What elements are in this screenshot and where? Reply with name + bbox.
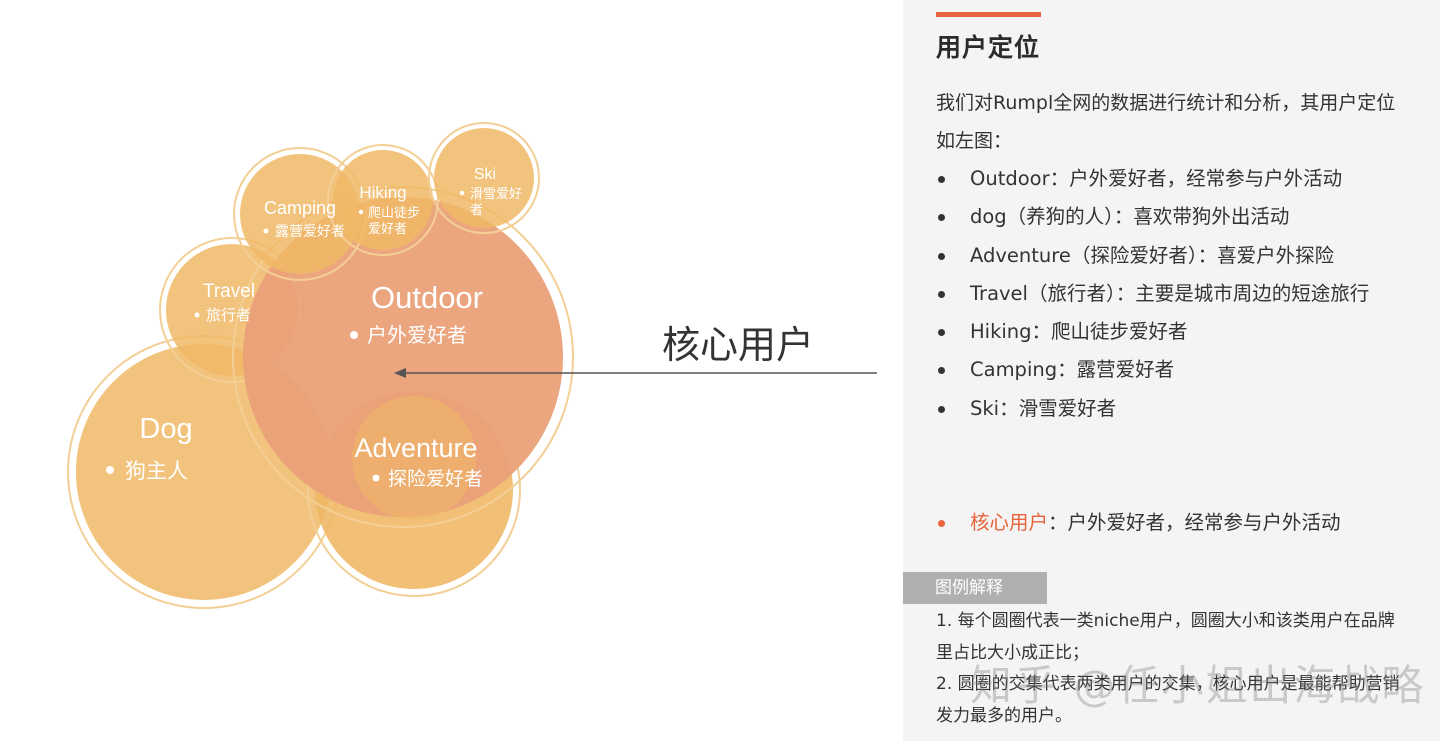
user-positioning-panel — [903, 0, 1440, 741]
accent-bar — [936, 12, 1041, 17]
travel-title: Travel — [203, 281, 255, 302]
outdoor-subtitle: 户外爱好者 — [367, 323, 467, 347]
outdoor-title: Outdoor — [371, 280, 483, 315]
hiking-subtitle-line2: 爱好者 — [368, 222, 407, 237]
camping-subtitle: 露营爱好者 — [275, 224, 345, 240]
ski-subtitle-line2: 者 — [470, 203, 483, 218]
bubble-adventure-overlap — [352, 396, 476, 520]
list-item: Travel（旅行者）：主要是城市周边的短途旅行 — [936, 275, 1406, 313]
core-user-arrow — [394, 368, 877, 378]
list-item: dog（养狗的人）：喜欢带狗外出活动 — [936, 198, 1406, 236]
bubble-ski — [428, 122, 540, 234]
list-item: Hiking：爬山徒步爱好者 — [936, 313, 1406, 351]
core-user-text: ：户外爱好者，经常参与户外活动 — [1048, 511, 1341, 534]
user-segment-diagram: Dog 狗主人 Travel 旅行者 Camping 露营爱好者 Hiking … — [67, 122, 877, 609]
core-user-highlight: 核心用户 — [970, 511, 1049, 534]
list-item: Outdoor：户外爱好者，经常参与户外活动 — [936, 160, 1406, 198]
list-item: Ski：滑雪爱好者 — [936, 390, 1406, 428]
camping-title: Camping — [264, 198, 336, 218]
hiking-title: Hiking — [359, 183, 406, 202]
legend-notes: 1. 每个圆圈代表一类niche用户，圆圈大小和该类用户在品牌里占比大小成正比；… — [936, 606, 1411, 732]
ski-title: Ski — [474, 166, 496, 183]
legend-note-2: 2. 圆圈的交集代表两类用户的交集，核心用户是最能帮助营销发力最多的用户。 — [936, 674, 1400, 726]
panel-title: 用户定位 — [936, 33, 1041, 62]
adventure-subtitle: 探险爱好者 — [388, 468, 483, 490]
segment-list: Outdoor：户外爱好者，经常参与户外活动 dog（养狗的人）：喜欢带狗外出活… — [936, 160, 1406, 428]
legend-title-tag: 图例解释 — [903, 572, 1047, 604]
bubble-hiking — [327, 144, 439, 256]
watermark: 知乎 @任小姐出海战略 — [970, 661, 1426, 710]
dog-title: Dog — [139, 413, 192, 445]
panel-intro: 我们对Rumpl全网的数据进行统计和分析，其用户定位如左图： — [936, 92, 1396, 152]
travel-subtitle: 旅行者 — [206, 306, 251, 324]
adventure-title: Adventure — [354, 433, 477, 463]
list-item: Adventure（探险爱好者）：喜爱户外探险 — [936, 237, 1406, 275]
dog-subtitle: 狗主人 — [125, 459, 188, 483]
legend-note-1: 1. 每个圆圈代表一类niche用户，圆圈大小和该类用户在品牌里占比大小成正比； — [936, 611, 1395, 663]
ski-subtitle-line1: 滑雪爱好 — [470, 187, 522, 202]
core-user-item: 核心用户：户外爱好者，经常参与户外活动 — [936, 504, 1406, 542]
list-item: Camping：露营爱好者 — [936, 351, 1406, 389]
hiking-subtitle-line1: 爬山徒步 — [368, 206, 420, 221]
core-user-label: 核心用户 — [662, 323, 814, 367]
